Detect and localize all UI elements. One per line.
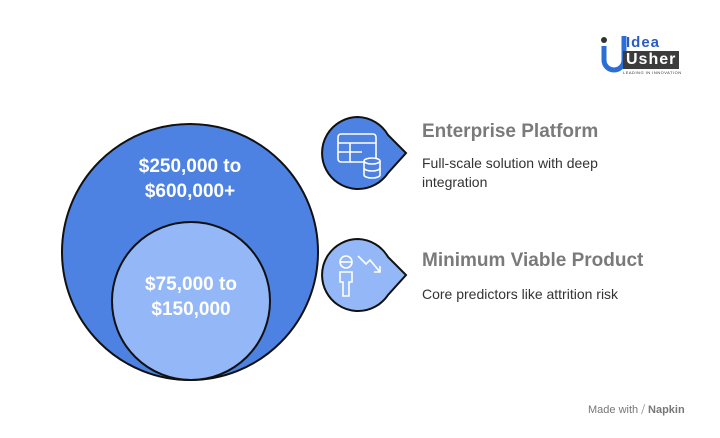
inner-label: $75,000 to $150,000 — [145, 274, 237, 320]
item-title-enterprise: Enterprise Platform — [422, 121, 599, 142]
footer: Made with ⧸ Napkin — [588, 404, 685, 416]
napkin-icon: ⧸ — [641, 404, 645, 416]
person-trend-down-icon — [339, 255, 381, 297]
bubble-enterprise — [321, 115, 408, 190]
outer-label: $250,000 to $600,000+ — [138, 156, 242, 202]
item-desc-mvp: Core predictors like attrition risk — [422, 286, 619, 302]
napkin-brand: Napkin — [648, 404, 685, 416]
inner-circle — [111, 221, 271, 381]
table-database-icon — [337, 133, 381, 179]
item-title-mvp: Minimum Viable Product — [422, 250, 644, 271]
item-desc-enterprise: Full-scale solution with deep integratio… — [422, 155, 598, 190]
